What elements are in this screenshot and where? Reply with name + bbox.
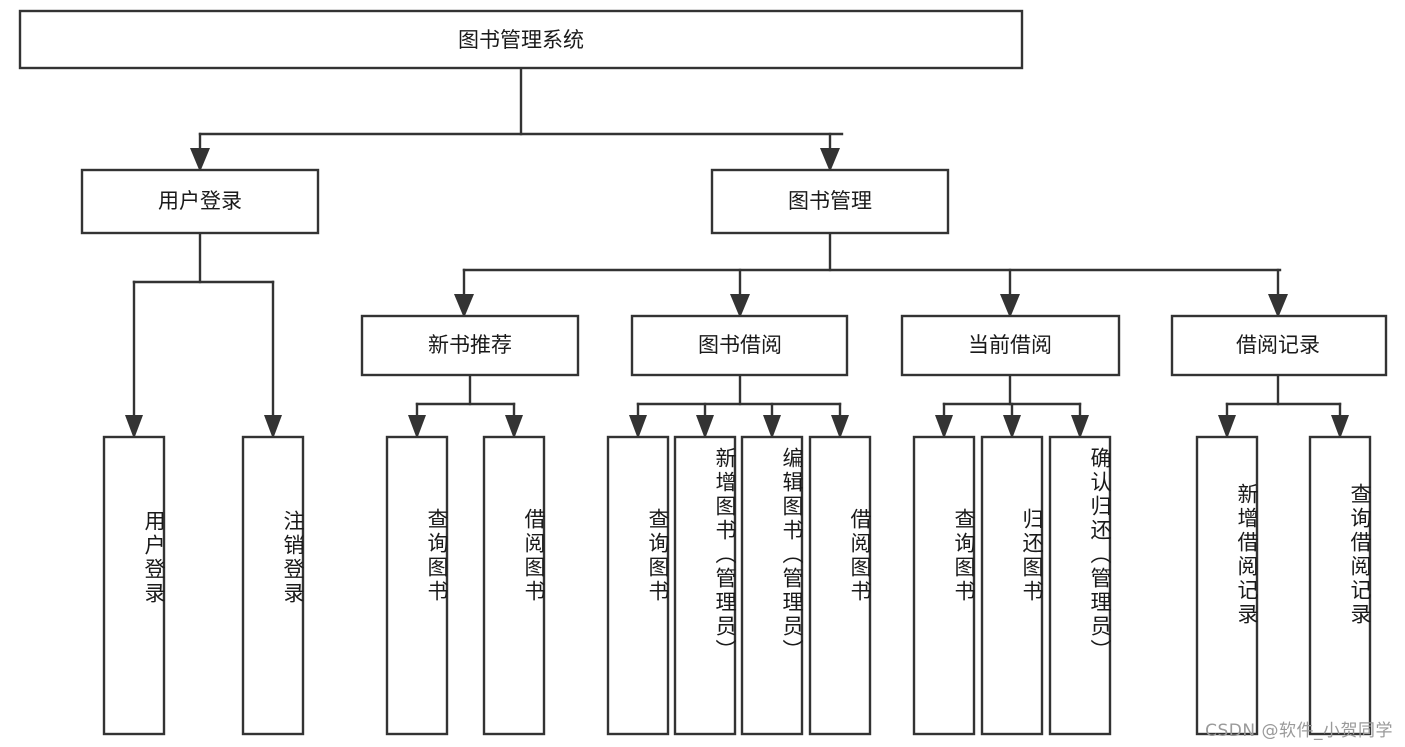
leaf-box-bo-query-book[interactable]	[606, 435, 670, 736]
arrow-to-leaf-nb-borrow	[505, 415, 523, 439]
node-book-management-box[interactable]	[710, 168, 950, 235]
leaf-box-nb-borrow-book[interactable]	[482, 435, 546, 736]
arrow-to-leaf-nb-query	[408, 415, 426, 439]
node-book-borrow-box[interactable]	[630, 314, 849, 377]
leaf-boxes	[102, 435, 1372, 736]
node-current-borrow-label: 当前借阅	[968, 333, 1052, 357]
arrow-to-record	[1268, 294, 1288, 318]
node-book-borrow-label: 图书借阅	[698, 333, 782, 357]
arrow-to-bookmgmt	[820, 148, 840, 172]
node-user-login-box[interactable]	[80, 168, 320, 235]
arrow-to-leaf-user-login	[125, 415, 143, 439]
node-current-borrow[interactable]: 当前借阅	[900, 314, 1121, 377]
leaf-box-user-logout[interactable]	[241, 435, 305, 736]
arrow-to-leaf-cu-return	[1003, 415, 1021, 439]
leaf-box-bo-add-book[interactable]	[673, 435, 737, 736]
leaf-box-cu-confirm-return[interactable]	[1048, 435, 1112, 736]
node-current-borrow-box[interactable]	[900, 314, 1121, 377]
leaf-box-cu-return-book[interactable]	[980, 435, 1044, 736]
node-root-label: 图书管理系统	[458, 28, 584, 52]
arrow-to-current	[1000, 294, 1020, 318]
leaf-box-re-add-record[interactable]	[1195, 435, 1259, 736]
node-user-login[interactable]: 用户登录	[80, 168, 320, 235]
node-borrow-record-box[interactable]	[1170, 314, 1388, 377]
node-root-box[interactable]	[18, 9, 1024, 70]
arrow-to-leaf-bo-borrow	[831, 415, 849, 439]
arrow-to-leaf-bo-edit	[763, 415, 781, 439]
node-book-management-label: 图书管理	[788, 189, 872, 213]
arrow-to-newbook	[454, 294, 474, 318]
arrow-to-leaf-bo-add	[696, 415, 714, 439]
arrow-to-leaf-cu-confirm	[1071, 415, 1089, 439]
node-book-borrow[interactable]: 图书借阅	[630, 314, 849, 377]
leaf-box-bo-edit-book[interactable]	[740, 435, 804, 736]
node-borrow-record[interactable]: 借阅记录	[1170, 314, 1388, 377]
arrow-to-leaf-bo-query	[629, 415, 647, 439]
node-new-book-recommend-label: 新书推荐	[428, 333, 512, 357]
node-new-book-recommend-box[interactable]	[360, 314, 580, 377]
csdn-watermark: CSDN @软件_小贺同学	[1205, 721, 1393, 741]
arrow-to-leaf-re-add	[1218, 415, 1236, 439]
arrow-to-login	[190, 148, 210, 172]
leaf-box-re-query-record[interactable]	[1308, 435, 1372, 736]
leaf-box-bo-borrow-book[interactable]	[808, 435, 872, 736]
node-book-management[interactable]: 图书管理	[710, 168, 950, 235]
arrow-to-leaf-re-query	[1331, 415, 1349, 439]
arrow-to-borrow	[730, 294, 750, 318]
leaf-box-cu-query-book[interactable]	[912, 435, 976, 736]
arrow-to-leaf-cu-query	[935, 415, 953, 439]
node-borrow-record-label: 借阅记录	[1236, 333, 1320, 357]
node-root[interactable]: 图书管理系统	[18, 9, 1024, 70]
arrow-to-leaf-user-logout	[264, 415, 282, 439]
leaf-box-nb-query-book[interactable]	[385, 435, 449, 736]
node-new-book-recommend[interactable]: 新书推荐	[360, 314, 580, 377]
leaf-box-user-login[interactable]	[102, 435, 166, 736]
node-user-login-label: 用户登录	[158, 189, 242, 213]
arrow-heads	[125, 148, 1349, 439]
